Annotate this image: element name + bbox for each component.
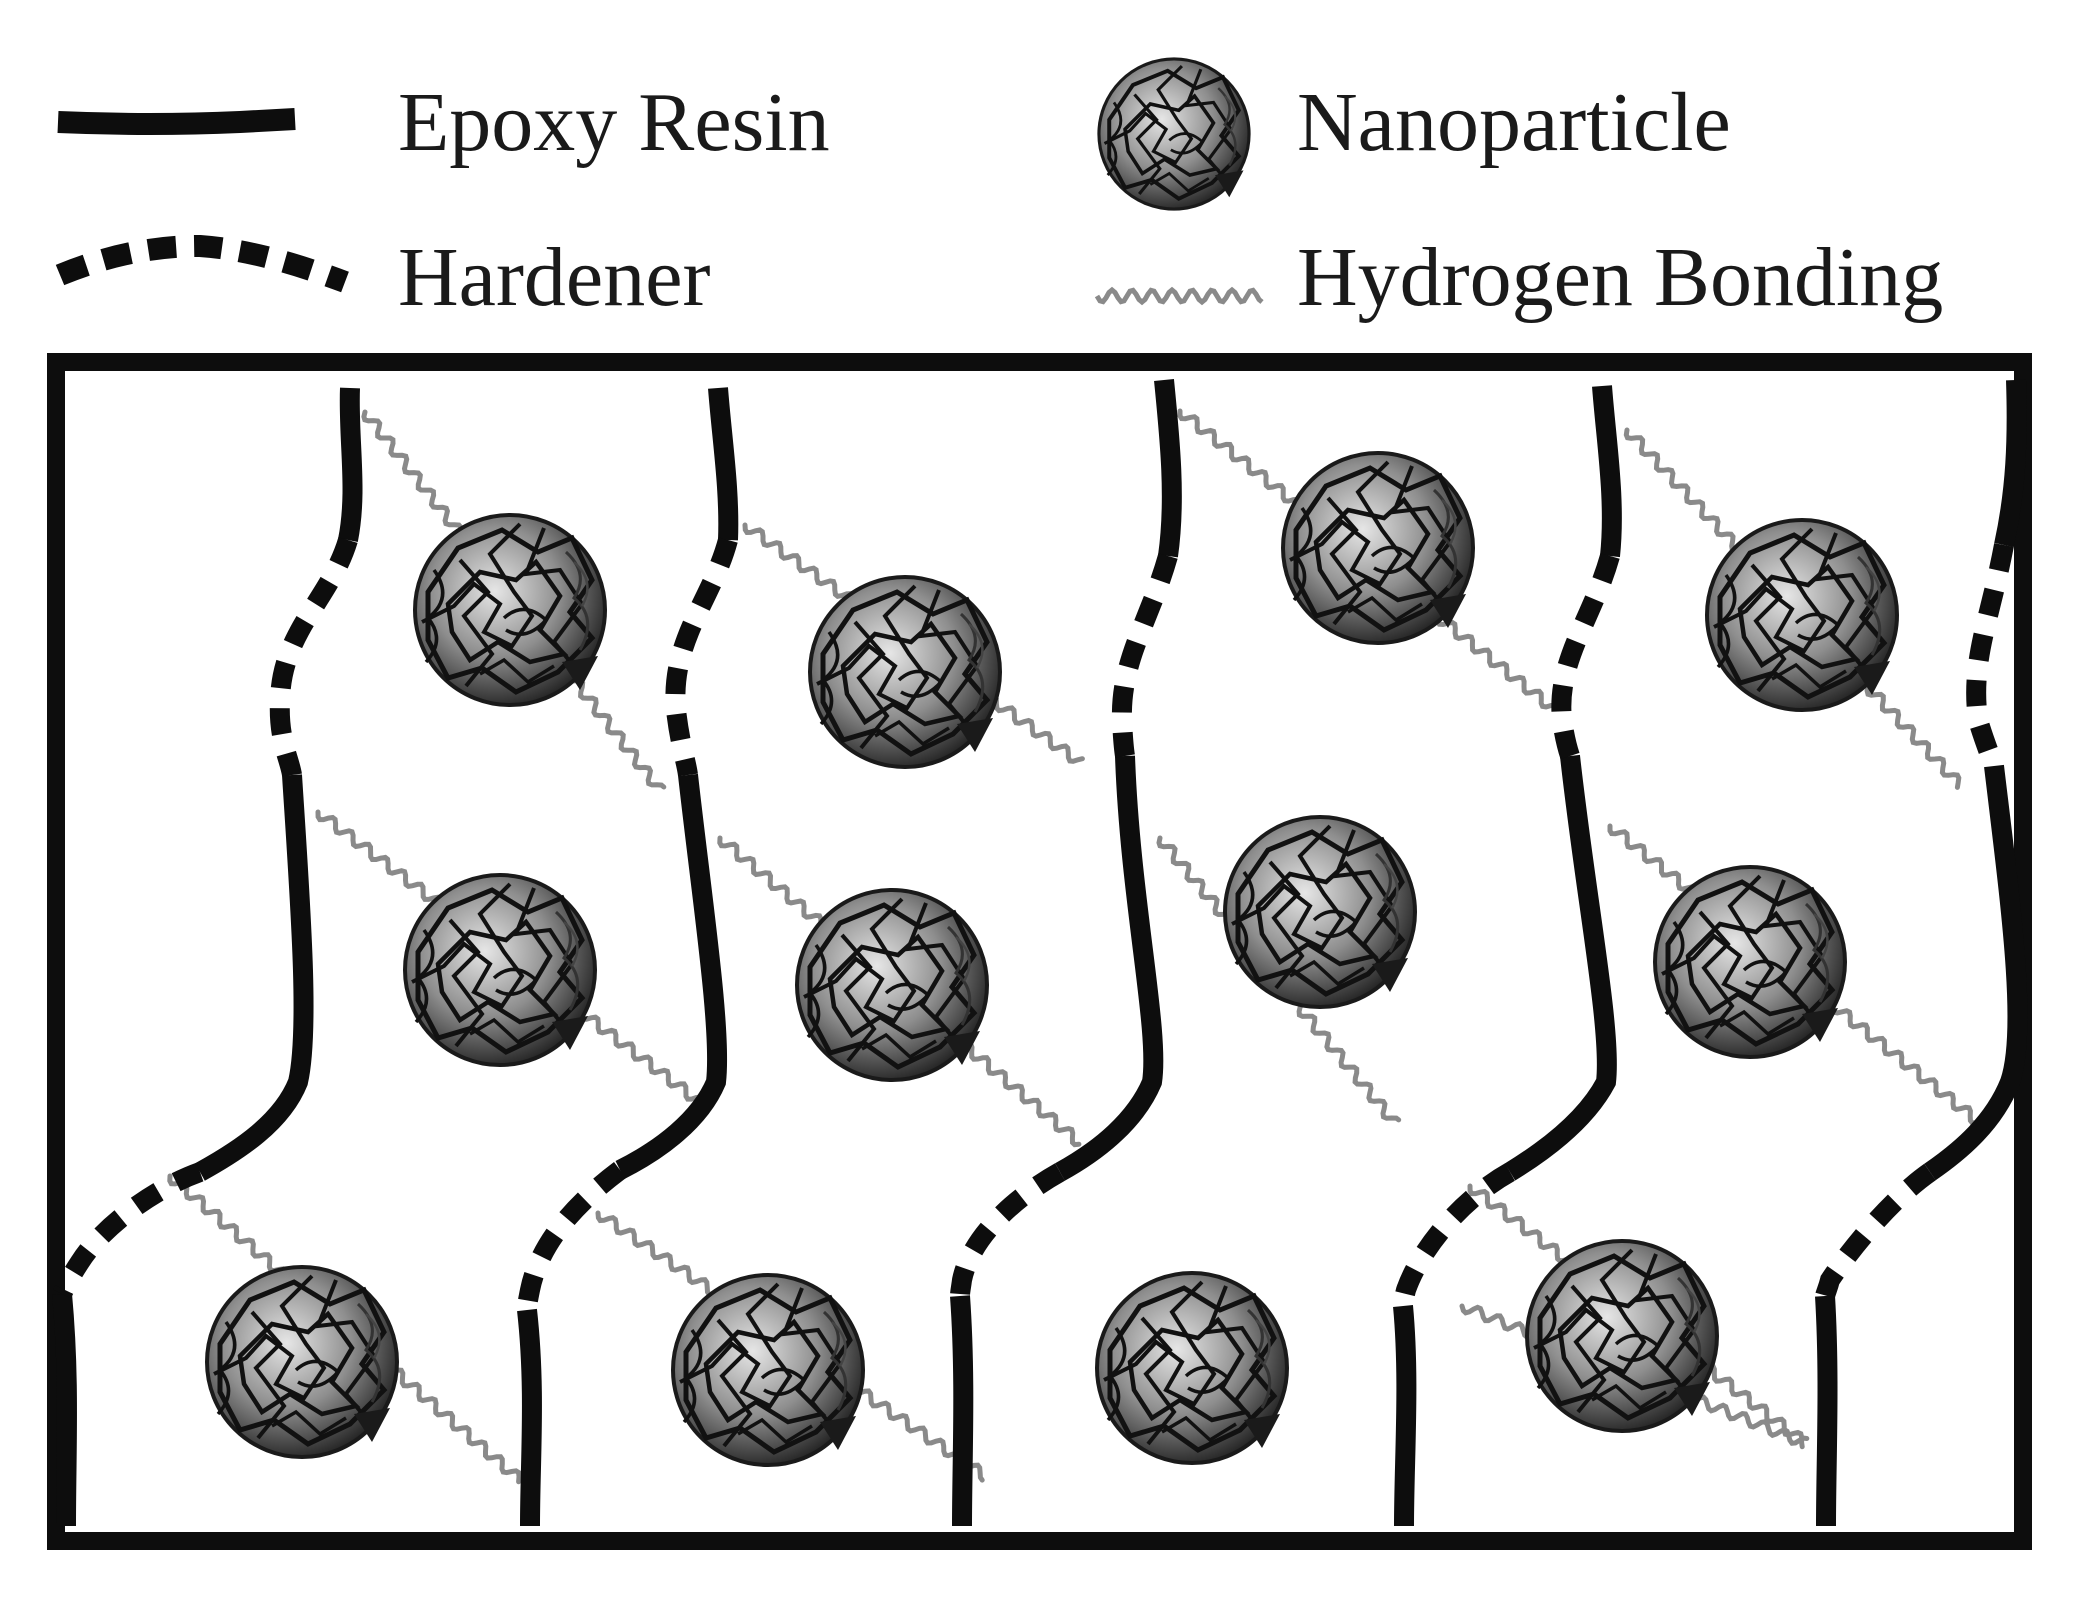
- hardener-link: [1815, 1163, 1936, 1299]
- nanoparticle: [810, 577, 1000, 767]
- nanoparticle: [1097, 1273, 1287, 1463]
- legend: Epoxy Resin Hardener Nanoparticle Hydrog…: [55, 56, 1943, 324]
- nanoparticles-layer: [207, 453, 1897, 1465]
- hydrogen-bonding-legend-label: Hydrogen Bonding: [1297, 231, 1943, 324]
- epoxy-resin-chain: [52, 1293, 77, 1527]
- nanoparticle: [207, 1267, 397, 1457]
- hardener-link: [1966, 543, 2014, 770]
- epoxy-resin-chain: [1815, 1295, 1838, 1527]
- hardener-legend-label: Hardener: [398, 231, 710, 324]
- epoxy-resin-legend-label: Epoxy Resin: [398, 76, 830, 169]
- nanoparticle: [1527, 1241, 1717, 1431]
- hardener-link: [517, 1162, 627, 1311]
- epoxy-resin-chain: [195, 774, 314, 1181]
- nanoparticle: [405, 875, 595, 1065]
- hardener-link: [1551, 553, 1620, 760]
- polymer-chains-layer: [52, 379, 2028, 1527]
- nanoparticle: [797, 890, 987, 1080]
- epoxy-resin-chain: [1924, 764, 2028, 1181]
- nanoparticle: [673, 1275, 863, 1465]
- epoxy-resin-chain: [1055, 755, 1164, 1181]
- epoxy-resin-chain: [1393, 1305, 1417, 1527]
- epoxy-resin-chain: [950, 1295, 974, 1527]
- epoxy-resin-chain: [338, 387, 363, 542]
- nanoparticle-legend-icon: [1096, 56, 1252, 212]
- epoxy-resin-legend-icon: [57, 108, 296, 135]
- nanoparticle: [1283, 453, 1473, 643]
- hardener-link: [1111, 553, 1178, 758]
- nanoparticle-legend-label: Nanoparticle: [1297, 76, 1731, 169]
- hydrogen-bonding-legend-icon: [1094, 286, 1264, 306]
- epoxy-resin-chain: [517, 1308, 542, 1527]
- hardener-link: [52, 1162, 204, 1299]
- epoxy-resin-chain: [1154, 379, 1182, 558]
- nanoparticle: [1707, 520, 1897, 710]
- hardener-link: [950, 1163, 1065, 1297]
- nanoparticle: [1225, 817, 1415, 1007]
- hardener-link: [269, 536, 358, 777]
- epoxy-resin-chain: [1592, 385, 1622, 558]
- hardener-link: [665, 537, 738, 777]
- hardener-link: [1393, 1163, 1516, 1307]
- epoxy-resin-chain: [615, 773, 728, 1179]
- hardener-legend-icon: [55, 234, 349, 293]
- nanoparticle: [415, 515, 605, 705]
- epoxy-resin-chain: [1994, 379, 2027, 548]
- epoxy-resin-chain: [708, 387, 739, 541]
- epoxy-resin-chain: [1504, 754, 1617, 1181]
- nanoparticle: [1655, 867, 1845, 1057]
